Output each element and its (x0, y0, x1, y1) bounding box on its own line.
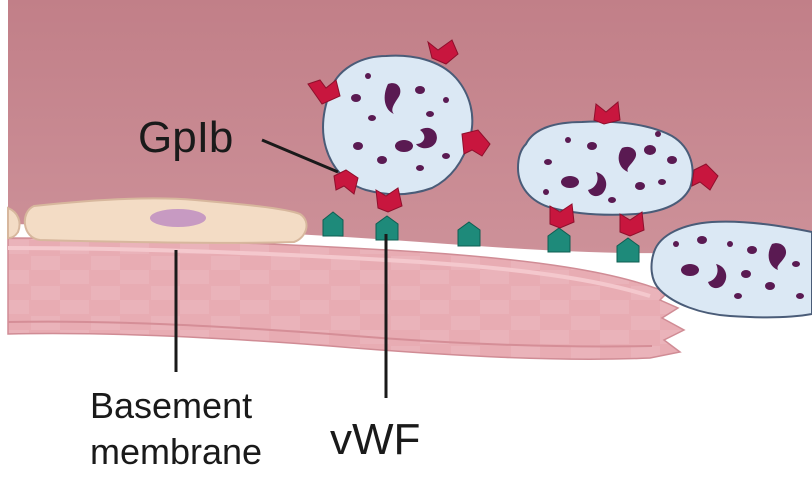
vwf-molecule (457, 221, 481, 247)
gpib-receptor (427, 39, 459, 65)
gpib-leader-line (261, 138, 339, 174)
endothelial-cell-left-edge (7, 206, 21, 240)
gpib-receptor (619, 211, 645, 237)
wall-stripe (7, 246, 651, 298)
gpib-receptor (375, 187, 403, 213)
platelet (322, 54, 474, 196)
gpib-label: GpIb (138, 113, 233, 162)
vwf-label: vWF (330, 415, 420, 464)
basement-label-line1: Basement (90, 385, 252, 426)
basement-label-line2: membrane (90, 431, 262, 472)
platelet (516, 120, 694, 216)
gpib-receptor (593, 101, 621, 125)
platelet (650, 220, 812, 319)
gpib-receptor (691, 163, 719, 191)
endothelial-nucleus (150, 209, 206, 227)
gpib-receptor (461, 129, 491, 157)
wall-lower-stripe (7, 320, 653, 348)
gpib-receptor (549, 203, 575, 229)
vwf-molecule (322, 211, 344, 237)
vwf-molecule (616, 237, 640, 263)
vwf-molecule (547, 227, 571, 253)
gpib-receptor (307, 79, 341, 105)
gpib-receptor (333, 169, 359, 195)
vwf-molecule (375, 215, 399, 241)
